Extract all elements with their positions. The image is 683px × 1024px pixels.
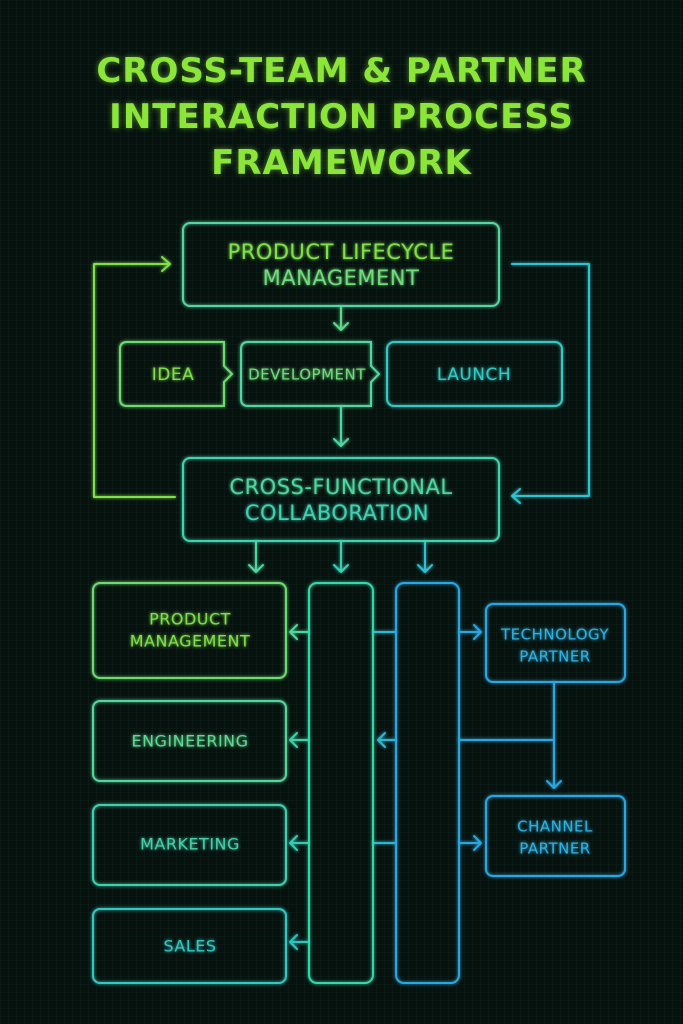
product-lifecycle-label-1: PRODUCT LIFECYCLE: [228, 240, 455, 264]
page-title: CROSS-TEAM & PARTNER INTERACTION PROCESS…: [0, 48, 683, 186]
marketing-label: MARKETING: [140, 835, 240, 854]
development-box: [240, 341, 381, 407]
sales-box: [92, 908, 287, 984]
arrow-plm-to-development: [333, 305, 349, 331]
arrow-to-engineering: [289, 732, 310, 748]
rails: [308, 582, 460, 984]
technology-partner-box: [485, 603, 626, 683]
product-lifecycle-label-2: MANAGEMENT: [263, 266, 420, 290]
launch-label: LAUNCH: [437, 365, 511, 385]
loop-arrow-left: [93, 256, 176, 498]
marketing-box: [92, 804, 287, 886]
arrow-to-sales: [289, 934, 310, 950]
cross-functional-label-1: CROSS-FUNCTIONAL: [229, 475, 452, 499]
product-lifecycle-box: [182, 222, 500, 307]
rail-link-middle: [377, 732, 397, 748]
sales-label: SALES: [163, 937, 216, 956]
technology-partner-label-1: TECHNOLOGY: [500, 626, 609, 644]
arrow-to-technology-partner: [458, 624, 482, 640]
technology-partner-label-2: PARTNER: [519, 648, 590, 666]
arrow-to-channel-partner: [458, 835, 482, 851]
arrow-collab-down-3: [417, 540, 433, 573]
arrow-to-marketing: [289, 835, 310, 851]
product-management-label-1: PRODUCT: [149, 610, 231, 629]
engineering-label: ENGINEERING: [131, 732, 248, 751]
right-rail: [395, 582, 460, 984]
arrow-technology-to-channel: [458, 681, 562, 789]
cross-functional-box: [182, 457, 500, 542]
arrow-to-product-management: [289, 624, 310, 640]
engineering-box: [92, 700, 287, 782]
arrow-collab-down-2: [333, 540, 349, 573]
channel-partner-label-2: PARTNER: [519, 840, 590, 858]
product-management-label-2: MANAGEMENT: [130, 632, 251, 651]
channel-partner-box: [485, 795, 626, 877]
boxes: [92, 222, 626, 984]
labels: PRODUCT LIFECYCLE MANAGEMENT IDEA DEVELO…: [130, 240, 609, 956]
idea-box: [119, 341, 234, 407]
cross-functional-label-2: COLLABORATION: [245, 501, 429, 525]
arrow-collab-down-1: [248, 540, 264, 573]
title-line-2: INTERACTION PROCESS: [109, 97, 574, 137]
title-line-3: FRAMEWORK: [211, 143, 472, 183]
product-management-box: [92, 582, 287, 679]
arrow-development-to-collaboration: [333, 405, 349, 447]
loop-arrow-right: [511, 263, 590, 504]
connectors: [93, 256, 590, 950]
title-line-1: CROSS-TEAM & PARTNER: [96, 51, 587, 91]
launch-box: [386, 341, 563, 407]
development-label: DEVELOPMENT: [248, 366, 366, 384]
idea-label: IDEA: [152, 365, 194, 385]
channel-partner-label-1: CHANNEL: [517, 818, 593, 836]
left-rail: [308, 582, 374, 984]
